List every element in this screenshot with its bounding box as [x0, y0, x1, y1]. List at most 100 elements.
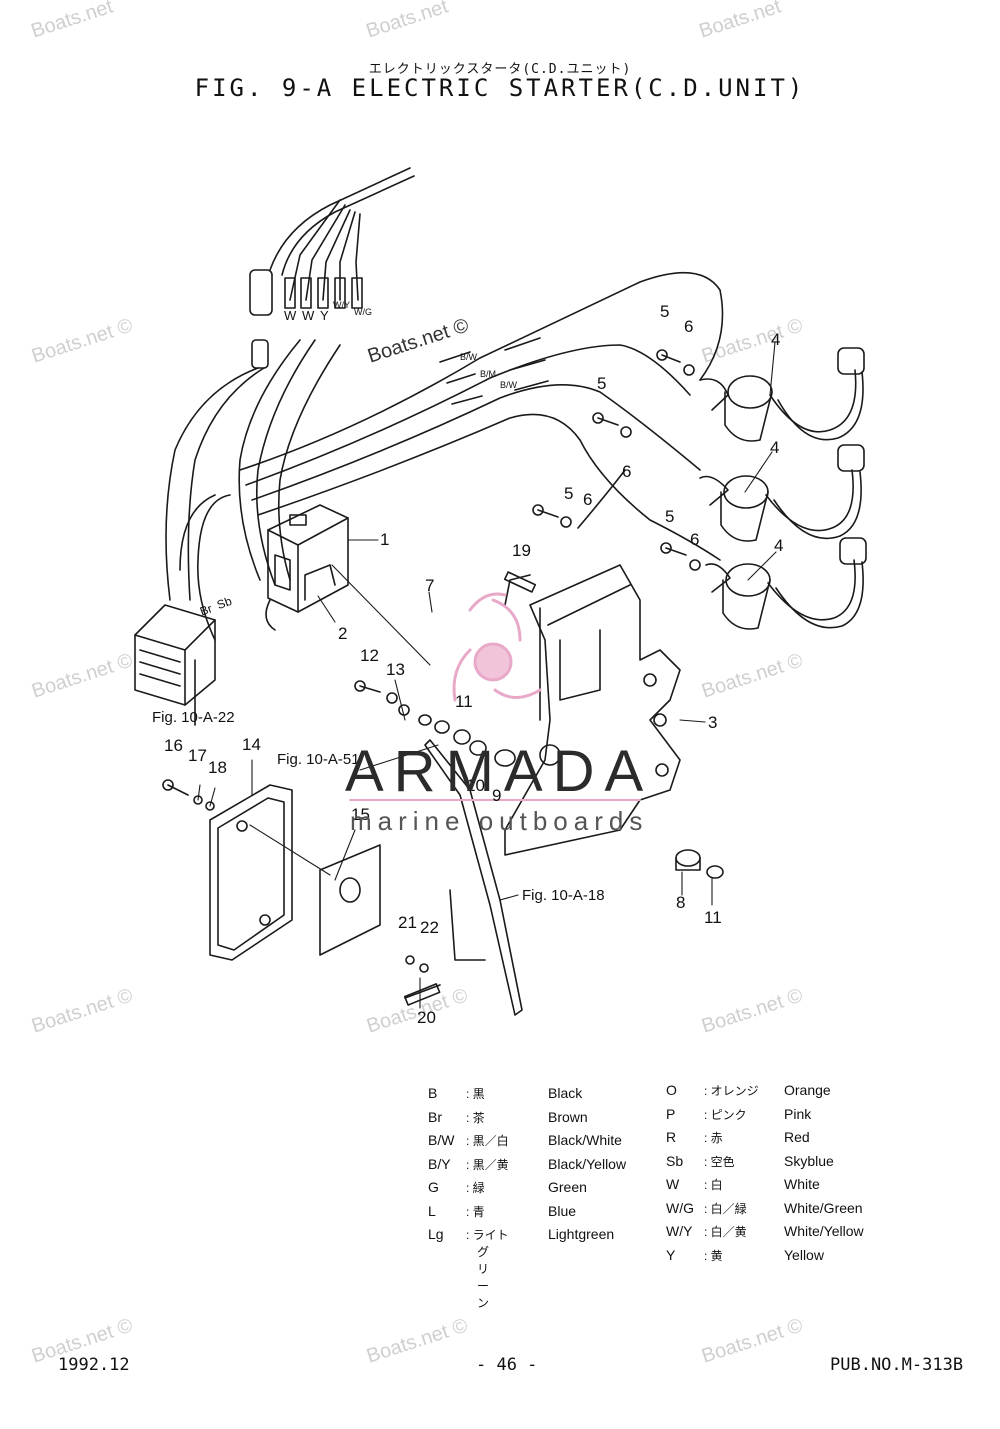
callout: 22 [420, 918, 439, 937]
strap [403, 739, 523, 1016]
callout: 9 [492, 786, 502, 805]
legend-color-name: Black/White [548, 1132, 622, 1148]
legend-jp: : 黒／白 [466, 1134, 509, 1148]
legend-jp: : ライト [466, 1228, 509, 1242]
figure-title: FIG. 9-A ELECTRIC STARTER(C.D.UNIT) [194, 74, 806, 102]
callout: 6 [684, 317, 694, 336]
legend-jp: : 黒 [466, 1087, 485, 1101]
legend-code: G [428, 1179, 439, 1195]
legend-code: Lg [428, 1226, 444, 1242]
wire-tag: Y [320, 308, 329, 323]
legend-color-name: White [784, 1176, 820, 1192]
callout: 12 [360, 646, 379, 665]
figure-subtitle-jp: エレクトリックスタータ(C.D.ユニット) [368, 62, 632, 77]
cd-unit [265, 504, 349, 631]
callout: 5 [564, 484, 574, 503]
callout: 18 [208, 758, 227, 777]
legend-jp: : ピンク [704, 1107, 747, 1122]
legend-jp: : 青 [466, 1204, 485, 1219]
wire-tag: W [284, 308, 297, 323]
legend-color-name: Black [548, 1085, 583, 1101]
callout: 14 [242, 735, 261, 754]
callout: 20 [417, 1008, 436, 1027]
legend-color-name: Pink [784, 1105, 812, 1122]
legend-color-name: White/Green [784, 1199, 863, 1216]
fig-reference: Fig. 10-A-18 [522, 887, 605, 904]
legend-jp: : 黄 [704, 1248, 723, 1263]
wire-tag: B/W [500, 380, 517, 390]
wire-tag: W/G [354, 307, 372, 317]
legend-jp: : 赤 [704, 1131, 723, 1145]
legend-jp: : オレンジ [704, 1084, 759, 1098]
legend-color-name: Lightgreen [548, 1226, 615, 1242]
callout: 5 [660, 302, 670, 321]
legend-code: O [666, 1082, 677, 1098]
footer-date: 1992.12 [58, 1355, 130, 1375]
legend-color-name: Red [784, 1129, 810, 1145]
fig-reference: Fig. 10-A-22 [152, 709, 235, 726]
callout: 21 [398, 913, 417, 932]
callout: 6 [583, 490, 593, 509]
callout: 6 [622, 462, 632, 481]
wire-tag: W [302, 308, 315, 323]
callout: 11 [704, 908, 722, 927]
ignition-coils [699, 347, 867, 630]
callout: 16 [164, 736, 183, 755]
mounting-bracket [504, 564, 681, 856]
legend-code: L [428, 1202, 436, 1219]
legend-color-name: Orange [784, 1082, 831, 1098]
publication-number: PUB.NO.M-313B [830, 1355, 964, 1375]
callout: 5 [597, 374, 607, 393]
legend-code: W/Y [666, 1223, 693, 1239]
legend-color-name: Yellow [784, 1246, 824, 1263]
legend-code: B/Y [428, 1155, 451, 1172]
callout: 4 [771, 330, 781, 349]
legend-jp: : 黒／黄 [466, 1157, 509, 1172]
legend-color-name: White/Yellow [784, 1223, 864, 1239]
legend-color-name: Brown [548, 1108, 588, 1125]
legend-jp: : 空色 [704, 1154, 735, 1169]
wire-harness [165, 167, 724, 641]
page-number: - 46 - [476, 1355, 538, 1375]
cover-assembly [162, 779, 381, 961]
callout: 10 [466, 776, 485, 795]
wire-tag: W/Y [333, 300, 350, 310]
legend-code: W/G [666, 1199, 694, 1216]
legend-code: R [666, 1129, 677, 1145]
callout: 7 [425, 576, 435, 595]
legend-jp: : 緑 [466, 1181, 485, 1195]
legend-code: B/W [428, 1132, 455, 1148]
callout: 8 [676, 893, 686, 912]
callout: 13 [386, 660, 405, 679]
legend-code: B [428, 1085, 438, 1101]
legend-color-name: Green [548, 1179, 587, 1195]
bolts-and-washers [532, 349, 701, 571]
legend-jp: : 白／黄 [704, 1225, 747, 1239]
callout: 1 [380, 530, 390, 549]
callout: 15 [351, 805, 370, 824]
callout: 2 [338, 624, 348, 643]
legend-color-name: Skyblue [784, 1152, 834, 1169]
armada-logo-mark [452, 592, 542, 702]
legend-color-name: Blue [548, 1202, 577, 1219]
wire-tag: B/W [460, 352, 477, 362]
callout: 6 [690, 530, 700, 549]
legend-code: P [666, 1105, 676, 1122]
legend-code: W [666, 1176, 680, 1192]
brand-watermark: ARMADA [345, 739, 654, 804]
legend-code: Y [666, 1246, 676, 1263]
legend-color-name: Black/Yellow [548, 1155, 627, 1172]
legend-jp: : 白 [704, 1178, 723, 1192]
callout: 4 [770, 438, 780, 457]
wire-tag: B/M [480, 369, 497, 379]
legend-note: グリーン [477, 1245, 490, 1310]
legend-jp: : 白／緑 [704, 1201, 747, 1216]
grommets [354, 571, 724, 879]
callout: 4 [774, 536, 784, 555]
callout: 5 [665, 507, 675, 526]
rectifier [134, 604, 216, 726]
callout: 3 [708, 713, 718, 732]
legend-code: Br [428, 1108, 442, 1125]
brand-watermark-sub: marine outboards [350, 806, 649, 836]
